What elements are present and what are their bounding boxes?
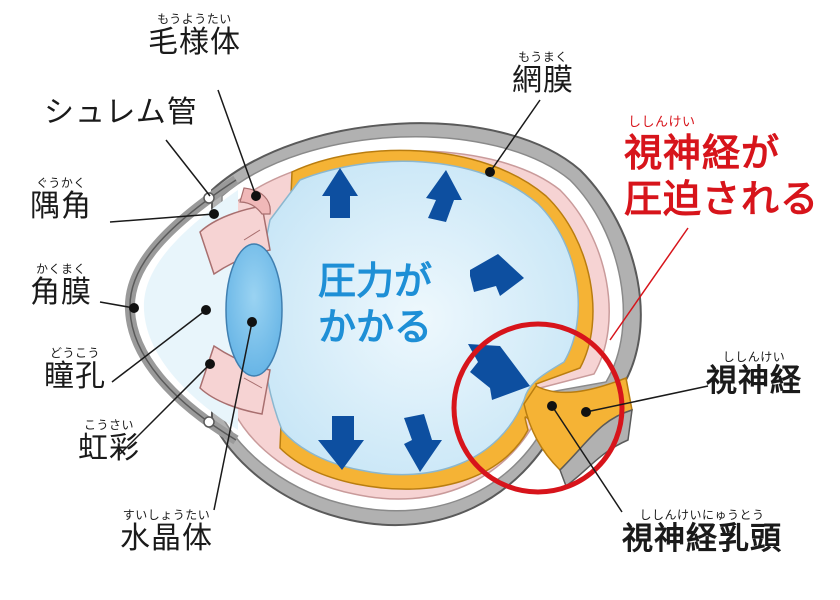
- label-iris: こうさい 虹彩: [78, 418, 140, 466]
- label-cornea: かくまく 角膜: [30, 262, 92, 310]
- pressure-line-1: 圧力が: [318, 259, 433, 303]
- text-iris: 虹彩: [78, 431, 140, 466]
- ruby-cornea: かくまく: [35, 262, 86, 276]
- text-optic-disc: 視神経乳頭: [622, 521, 782, 557]
- text-retina: 網膜: [512, 63, 574, 98]
- schlemm-canal-marker: [203, 192, 215, 204]
- ruby-lens: すいしょうたい: [122, 508, 211, 522]
- arrow-right-upper: [470, 254, 524, 296]
- text-cornea: 角膜: [30, 275, 92, 310]
- text-lens: 水晶体: [120, 521, 213, 556]
- iris-lower: [199, 344, 271, 415]
- anchor-dots: [129, 167, 591, 417]
- arrow-down-left: [318, 416, 364, 470]
- arrow-down-center: [404, 414, 442, 472]
- label-optic-nerve: ししんけい 視神経: [706, 350, 802, 398]
- pressure-line-2: かかる: [318, 305, 433, 349]
- callout-compression: ししんけい 視神経が 圧迫される: [624, 116, 819, 222]
- pressure-text: 圧力が かかる: [318, 258, 432, 350]
- callout-line-2: 圧迫される: [624, 177, 820, 221]
- label-schlemm-canal: シュレム管: [44, 96, 198, 130]
- schlemm-canal-marker-lower: [203, 416, 215, 428]
- text-pupil: 瞳孔: [44, 359, 106, 394]
- ruby-ciliary-body: もうようたい: [157, 12, 232, 26]
- label-pupil: どうこう 瞳孔: [44, 346, 106, 394]
- highlight-pointer: [609, 227, 689, 341]
- text-optic-nerve: 視神経: [706, 363, 802, 399]
- ruby-pupil: どうこう: [49, 346, 100, 360]
- label-angle: ぐうかく 隅角: [30, 176, 92, 224]
- pressure-arrows: [318, 168, 530, 472]
- ruby-optic-nerve: ししんけい: [722, 350, 786, 364]
- arrow-up-left: [322, 168, 358, 218]
- ruby-retina: もうまく: [518, 50, 568, 64]
- text-ciliary-body: 毛様体: [148, 25, 241, 60]
- label-optic-disc: ししんけいにゅうとう 視神経乳頭: [622, 508, 782, 556]
- zonule-fibers: [243, 229, 263, 389]
- label-retina: もうまく 網膜: [512, 50, 574, 98]
- iris-upper: [199, 205, 271, 276]
- highlight-circle: [451, 321, 625, 495]
- lens-shape: [225, 243, 283, 377]
- optic-nerve-sheath: [559, 408, 633, 488]
- text-angle: 隅角: [30, 189, 92, 224]
- label-lens: すいしょうたい 水晶体: [120, 508, 213, 556]
- text-schlemm-canal: シュレム管: [44, 95, 198, 130]
- arrow-down-right-big: [468, 344, 530, 400]
- arrow-up-right: [426, 170, 462, 222]
- leader-lines: [99, 89, 709, 513]
- ruby-angle: ぐうかく: [36, 176, 86, 190]
- ruby-iris: こうさい: [83, 418, 134, 432]
- ruby-callout: ししんけい: [628, 115, 696, 130]
- label-ciliary-body: もうようたい 毛様体: [148, 12, 241, 60]
- callout-line-1: 視神経が: [624, 131, 781, 175]
- ruby-optic-disc: ししんけいにゅうとう: [639, 508, 765, 522]
